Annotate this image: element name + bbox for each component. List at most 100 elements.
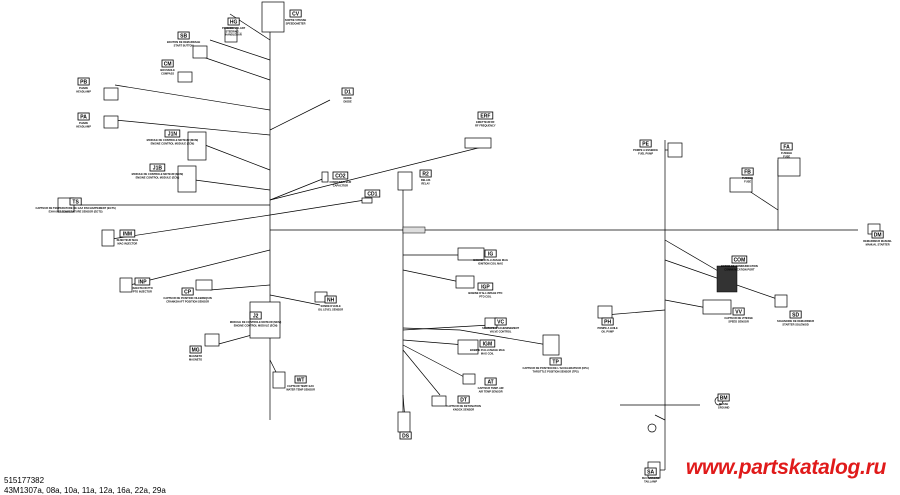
tag-box-fb [741,167,754,176]
description-mg: MAGNETO [189,354,202,358]
description-dt: KNOCK SENSOR [453,407,474,411]
description-erf: RF FREQUENCY [475,123,496,127]
tag-pa: PA [80,114,87,120]
description-pe: POMPE A ESSENCE [633,148,658,152]
description-co2: CAPACITOR [333,183,348,187]
tag-tp: TP [552,359,559,365]
SB-connector [192,45,208,59]
description-com: BORNE DE COMMUNICATION [721,264,758,268]
AT-connector [462,373,476,385]
tag-erf: ERF [480,113,490,119]
CO2-connector [321,171,329,183]
tag-sa: SA [647,469,654,475]
IGP-connector [455,275,475,289]
VV-connector [702,299,732,315]
description-vc: SOUPAPE D'ACHEMINEMENT [482,326,519,330]
tag-bm: BM [720,395,728,401]
tag-ph: PH [604,319,611,325]
wire [269,294,321,306]
tag-inp: INP [138,279,147,285]
description-ts: CAPTEUR DE TEMPERATURE DE GAZ D'ECHAPPEM… [35,206,115,210]
tag-box-com [731,255,748,264]
FB-connector [729,177,753,193]
tag-box-r2 [419,169,432,178]
inline-clamp-connector [647,423,657,433]
tag-box-inm [119,229,136,238]
tag-box-pa [77,112,90,121]
tag-box-ig [484,249,497,258]
wire [194,179,271,191]
tag-box-j1n [164,129,181,138]
wire [664,239,726,276]
PE-connector [667,142,683,158]
description-ph: OIL PUMP [601,329,614,333]
SD-connector [774,294,788,308]
tag-pe: PE [642,141,649,147]
tag-vv: VV [735,309,742,315]
description-hg: HANDLEBAR [225,33,242,37]
tag-ds: DS [402,433,410,439]
tag-box-igm [479,339,496,348]
description-ph: POMPE A HUILE [597,326,618,330]
description-mg: MAGNETO [189,357,202,361]
tag-j1n: J1N [168,131,178,137]
description-ts: EXHAUST TEMPERATURE SENSOR (EGTS) [49,209,103,213]
description-dt: CAPTEUR DE DETONATION [446,404,481,408]
FA-connector [777,157,801,177]
description-vc: VALVE CONTROL [490,329,512,333]
DT-connector [431,395,447,407]
PB-connector [103,87,119,101]
tag-at: AT [487,379,493,385]
tag-ig: IG [488,251,493,257]
wire [114,119,271,136]
description-j1b: ENGINE CONTROL MODULE (ECM) [136,175,180,179]
tag-cd1: CD1 [367,191,377,197]
INM-connector [101,229,115,247]
CV-connector [261,1,285,33]
tag-wt: WT [297,377,305,383]
tag-box-bm [717,393,730,402]
tag-box-j1b [149,163,166,172]
tag-fa: FA [783,144,790,150]
description-pb: HEADLAMP [76,89,91,93]
tag-box-sa [644,467,657,476]
tag-box-co2 [332,171,349,180]
description-pe: FUEL PUMP [638,151,653,155]
tag-box-cp [181,287,194,296]
tag-mg: MG [192,347,200,353]
description-sb: BOUTON DE DEMARRAGE [167,40,201,44]
description-dm: MANUAL STARTER [866,242,890,246]
tag-j1b: J1B [153,165,163,171]
watermark-logo: www.partskatalog.ru [685,456,886,479]
tag-box-erf [477,111,494,120]
tag-box-ds [399,431,412,440]
description-ig: IGNITION COIL MAG [478,261,503,265]
wire [199,55,271,81]
wire [402,344,471,381]
tag-box-hg [227,17,240,26]
description-inm: INJECTEUR MAG [117,238,138,242]
tag-box-ph [601,317,614,326]
description-igm: MAG COIL [481,351,494,355]
description-erf: EMETTEUR RF [476,120,495,124]
description-cp: CAPTEUR DE POSITION VILEBREQUIN [163,296,212,300]
description-bm: MASSE [719,402,728,406]
description-pb: PHARE [79,86,88,90]
IG-connector [457,247,485,261]
